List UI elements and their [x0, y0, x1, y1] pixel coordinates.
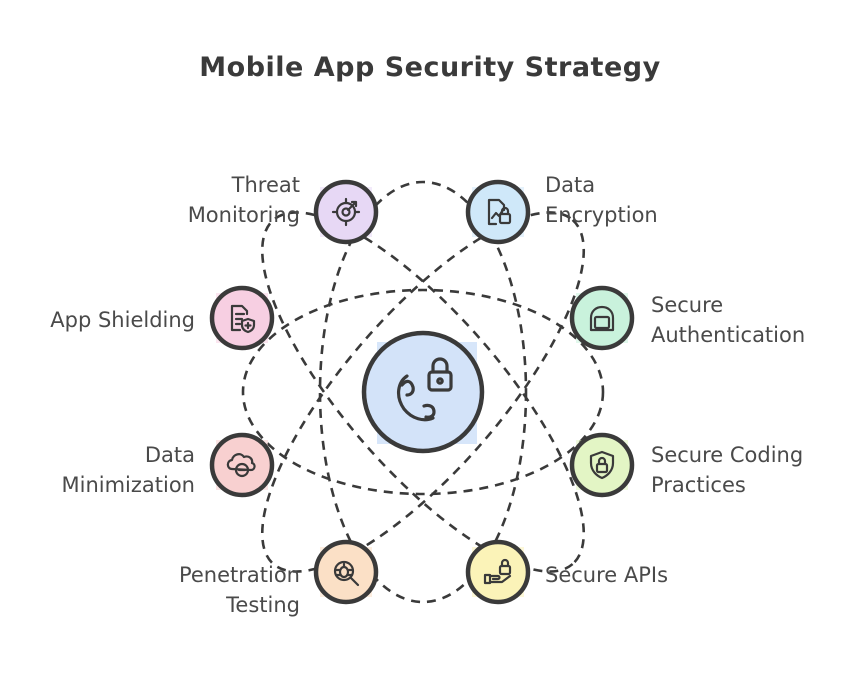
- node-data-encryption: [465, 179, 531, 245]
- shield-lock-icon: [589, 450, 615, 480]
- label-secure-apis: Secure APIs: [545, 563, 669, 587]
- bug-search-icon: [333, 560, 360, 587]
- center-hub-ring: [361, 330, 485, 454]
- node-circle: [313, 179, 379, 245]
- node-secure-apis: [465, 539, 531, 605]
- node-circle: [465, 539, 531, 605]
- label-penetration-testing: Penetration Testing: [178, 563, 300, 617]
- node-app-shielding: [209, 285, 275, 351]
- center-hub: [361, 330, 485, 454]
- encrypted-document-icon: [487, 198, 512, 226]
- node-data-minimization: [209, 432, 275, 498]
- hand-lock-icon: [483, 558, 512, 585]
- node-secure-coding: [569, 432, 635, 498]
- orbit-diagonal-b: [260, 211, 586, 573]
- cloud-reduce-icon: [226, 453, 256, 478]
- orbit-vertical: [318, 180, 528, 604]
- node-circle: [313, 539, 379, 605]
- label-data-encryption: Data Encryption: [545, 173, 658, 227]
- node-secure-authentication: [569, 285, 635, 351]
- lock-icon: [589, 305, 615, 332]
- label-app-shielding: App Shielding: [50, 308, 195, 332]
- node-circle: [465, 179, 531, 245]
- label-secure-coding: Secure Coding Practices: [651, 443, 804, 497]
- label-threat-monitoring: Threat Monitoring: [187, 173, 300, 227]
- target-icon: [331, 197, 361, 227]
- shielded-document-icon: [230, 304, 256, 334]
- orbit-horizontal: [241, 288, 605, 496]
- label-data-minimization: Data Minimization: [61, 443, 195, 497]
- page-title: Mobile App Security Strategy: [199, 52, 661, 83]
- node-penetration-testing: [313, 539, 379, 605]
- phone-lock-icon: [397, 357, 453, 422]
- orbit-diagonal-a: [260, 211, 586, 573]
- label-secure-authentication: Secure Authentication: [651, 293, 806, 347]
- node-threat-monitoring: [313, 179, 379, 245]
